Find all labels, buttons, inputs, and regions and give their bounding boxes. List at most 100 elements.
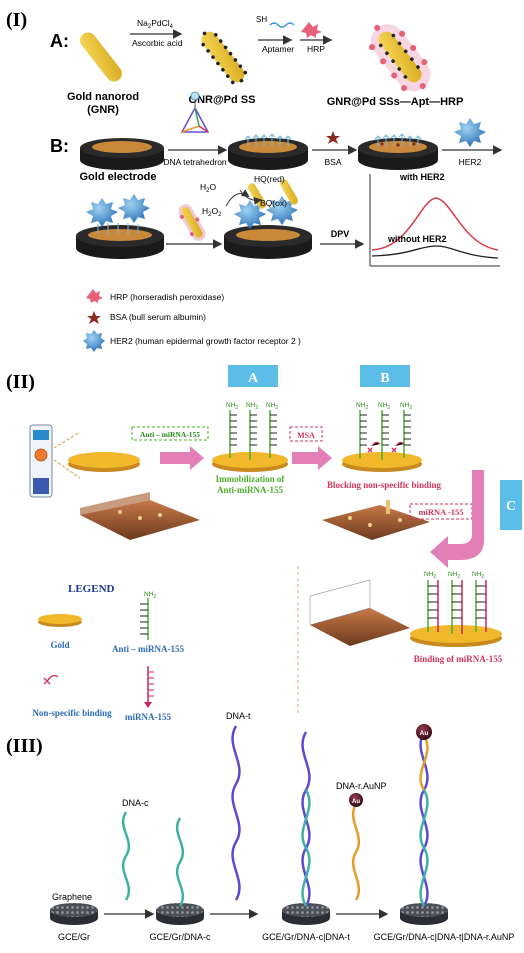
step-label-1: GCE/Gr	[58, 932, 90, 942]
dna-tetrahedron-icon	[180, 91, 210, 133]
dna-t-strand-free	[231, 725, 241, 901]
bsa-icon	[326, 131, 340, 144]
nh2-b1: NH2	[356, 402, 368, 411]
immob-label-1: Immobilization of	[216, 474, 286, 484]
without-her2-label: without HER2	[387, 234, 447, 244]
step-label-3: GCE/Gr/DNA-c|DNA-t	[262, 932, 350, 942]
gce-electrode-2	[156, 817, 204, 925]
step-label-4: GCE/Gr/DNA-c|DNA-t|DNA-r.AuNP	[374, 932, 515, 942]
reagent-ascorbic: Ascorbic acid	[132, 38, 183, 48]
conjugate-small	[178, 204, 206, 241]
row-b-letter: B:	[50, 136, 69, 156]
legend-mirna-label: miRNA-155	[125, 712, 171, 722]
blocking-label: Blocking non-specific binding	[327, 480, 442, 490]
aptamer-label: Aptamer	[262, 44, 294, 54]
gold-disc-2	[212, 410, 288, 472]
electrode-sandwich	[224, 179, 312, 259]
her2-icon	[454, 118, 486, 147]
pink-arrow-3	[430, 470, 484, 568]
nh2-c3: NH2	[472, 571, 484, 580]
with-her2-label: with HER2	[399, 172, 445, 182]
afm-image-1	[80, 492, 200, 540]
panel-II: (II) Anti – miRNA-155 A	[6, 365, 522, 722]
pink-arrow-1	[160, 446, 204, 470]
aunp-icon-bound	[416, 724, 432, 740]
bsa-step-label: BSA	[324, 157, 341, 167]
mirna-box	[409, 503, 473, 520]
nh2-a3: NH2	[266, 402, 278, 411]
au-label-free: Au	[352, 799, 360, 805]
gnr-label-1: Gold nanorod	[67, 91, 139, 103]
au-label-bound: Au	[420, 730, 429, 737]
electrode-label: Gold electrode	[79, 171, 156, 183]
binding-label: Binding of miRNA-155	[414, 654, 503, 664]
electrode-her2	[76, 194, 164, 259]
panel-III-label: (III)	[6, 735, 43, 757]
dna-r-strand-free	[351, 803, 361, 901]
legend-hrp-icon	[86, 289, 103, 303]
bq-label: BQ(ox)	[260, 198, 287, 208]
box-b	[360, 365, 410, 387]
aptamer-icon	[269, 22, 295, 28]
dna-c-label: DNA-c	[122, 798, 149, 808]
nh2-c1: NH2	[424, 571, 436, 580]
zoom-line-1	[53, 431, 81, 449]
aunp-icon-free	[349, 793, 363, 807]
hrp-icon	[301, 22, 322, 38]
hq-label: HQ(red)	[254, 174, 285, 184]
zoom-line-2	[53, 459, 81, 479]
legend-gold-icon	[38, 614, 82, 624]
msa-box	[289, 426, 323, 442]
legend-nonspec-label: Non-specific binding	[32, 708, 112, 718]
gce-electrode-1	[50, 903, 98, 925]
dpv-label: DPV	[331, 229, 350, 239]
afm-image-2	[322, 500, 430, 540]
gold-disc-3	[342, 410, 422, 472]
legend-gold-label: Gold	[50, 640, 69, 650]
nh2-b2: NH2	[378, 402, 390, 411]
dpv-plot	[369, 174, 500, 267]
legend-nonspec-icon	[43, 674, 59, 685]
gnr-label-2: (GNR)	[87, 104, 119, 116]
conjugate-label: GNR@Pd SSs—Apt—HRP	[327, 96, 464, 108]
h2o-label: H2O	[200, 182, 216, 194]
panel-I-label: (I)	[6, 9, 27, 31]
nh2-b3: NH2	[400, 402, 412, 411]
nh2-c2: NH2	[448, 571, 460, 580]
afm-image-3	[309, 579, 410, 646]
panel-II-label: (II)	[6, 371, 35, 393]
mirna-box-label: miRNA -155	[418, 507, 463, 517]
sensor-chip	[29, 424, 53, 498]
with-her2-curve	[371, 197, 499, 251]
row-a-letter: A:	[50, 31, 69, 51]
msa-label: MSA	[297, 431, 315, 440]
dna-c-strand-free	[121, 811, 131, 901]
panel-I: (I) A: Gold nanorod (GNR) Na2PdCl4 Ascor…	[6, 9, 503, 352]
box-a	[228, 365, 278, 387]
nh2-a2: NH2	[246, 402, 258, 411]
legend-anti-label: Anti – miRNA-155	[112, 644, 184, 654]
legend-hrp: HRP (horseradish peroxidase)	[110, 292, 224, 302]
legend-her2: HER2 (human epidermal growth factor rece…	[110, 336, 301, 346]
legend-ii-title: LEGEND	[68, 583, 115, 595]
reagent-napdcl4: Na2PdCl4	[137, 18, 174, 30]
gce-electrode-4	[400, 731, 448, 925]
box-b-label: B	[380, 371, 389, 386]
box-a-label: A	[248, 371, 259, 386]
gold-electrode-3	[358, 133, 438, 170]
nh2-a1: NH2	[226, 402, 238, 411]
anti-box	[131, 426, 209, 441]
step-label-2: GCE/Gr/DNA-c	[149, 932, 211, 942]
redox-arrow-2	[239, 189, 262, 205]
graphene-label: Graphene	[52, 892, 92, 902]
her2-step-label: HER2	[459, 157, 482, 167]
tetrahedron-label: DNA tetrahedron	[163, 157, 227, 167]
h2o2-label: H2O2	[202, 206, 222, 218]
sh-label: SH	[256, 15, 267, 24]
gold-disc-1	[68, 452, 140, 472]
hrp-label: HRP	[307, 44, 325, 54]
gce-electrode-3	[282, 731, 330, 925]
immob-label-2: Anti-miRNA-155	[217, 485, 283, 495]
without-her2-curve	[371, 245, 499, 259]
